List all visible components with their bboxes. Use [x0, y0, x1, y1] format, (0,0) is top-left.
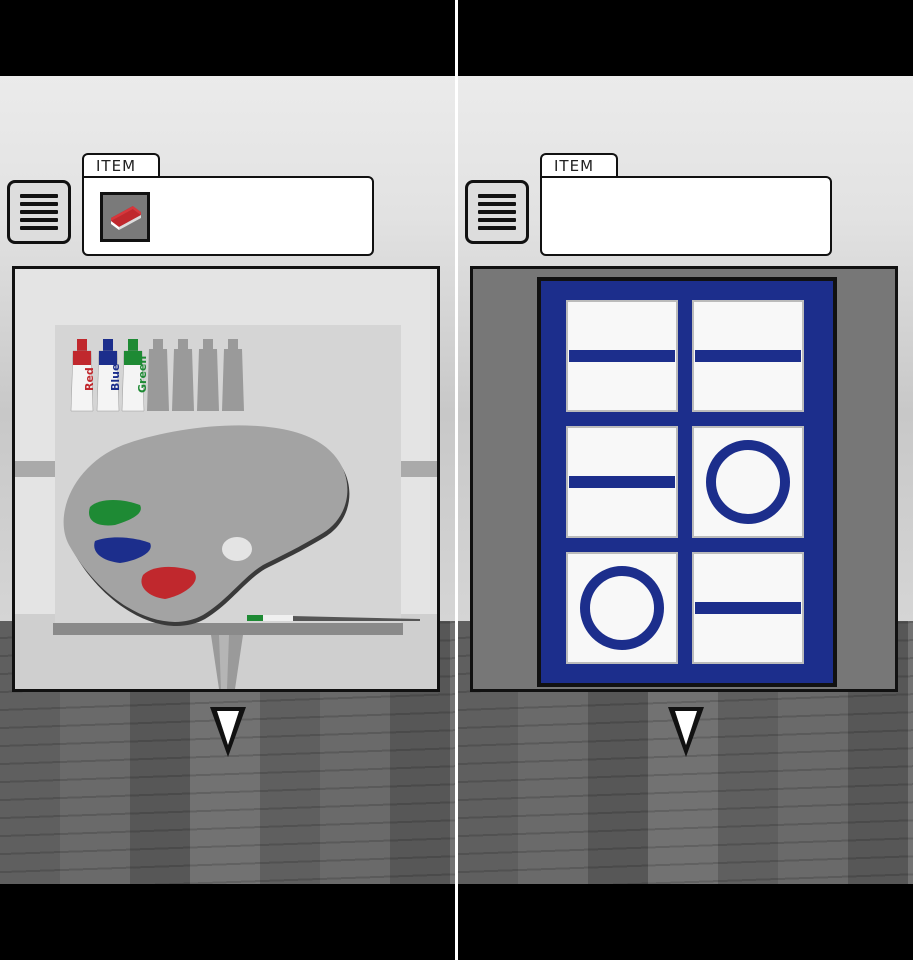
- inventory-label: ITEM: [554, 157, 595, 175]
- menu-icon: [20, 194, 58, 230]
- scene-view-palette: Red Blue Green: [12, 266, 440, 692]
- card-circle-mark: [580, 566, 664, 650]
- table-top: [53, 623, 403, 635]
- symbol-card-4[interactable]: [692, 426, 804, 538]
- card-line-mark: [569, 350, 675, 362]
- inventory-bar: [82, 176, 374, 256]
- easel-scene: Red Blue Green: [15, 269, 437, 689]
- bottom-bar: [0, 884, 455, 960]
- card-line-mark: [695, 602, 801, 614]
- back-button[interactable]: [208, 705, 248, 759]
- palette-thumb-hole: [222, 537, 252, 561]
- tube-label-blue: Blue: [109, 364, 122, 391]
- paint-blob-green: [89, 500, 141, 526]
- paint-tube-empty-3[interactable]: [197, 339, 219, 411]
- bottom-bar: [458, 884, 913, 960]
- down-triangle-icon: [210, 707, 246, 757]
- menu-button[interactable]: [7, 180, 71, 244]
- paint-blob-blue: [94, 537, 151, 563]
- tube-label-green: Green: [136, 356, 149, 393]
- paint-tube-blue[interactable]: Blue: [96, 339, 122, 412]
- paint-tube-green[interactable]: Green: [121, 339, 149, 412]
- inventory-slot-book[interactable]: [100, 192, 150, 242]
- paint-tube-red[interactable]: Red: [70, 339, 96, 412]
- left-game-screen: ITEM: [0, 0, 455, 960]
- paint-tube-empty-1[interactable]: [147, 339, 169, 411]
- tube-label-red: Red: [83, 367, 96, 391]
- card-circle-mark: [706, 440, 790, 524]
- card-line-mark: [695, 350, 801, 362]
- paint-tube-empty-4[interactable]: [222, 339, 244, 411]
- book-icon: [111, 206, 141, 230]
- symbol-card-6[interactable]: [692, 552, 804, 664]
- scene-view-board: [470, 266, 898, 692]
- card-line-mark: [569, 476, 675, 488]
- menu-icon: [478, 194, 516, 230]
- paint-brush[interactable]: [247, 615, 420, 621]
- screen-divider: [455, 0, 458, 960]
- inventory-label: ITEM: [96, 157, 137, 175]
- menu-button[interactable]: [465, 180, 529, 244]
- down-triangle-icon: [668, 707, 704, 757]
- paint-palette[interactable]: [63, 425, 350, 626]
- right-game-screen: ITEM: [458, 0, 913, 960]
- back-button[interactable]: [666, 705, 706, 759]
- paint-blob-red: [141, 566, 196, 599]
- symbol-card-5[interactable]: [566, 552, 678, 664]
- paint-tube-empty-2[interactable]: [172, 339, 194, 411]
- symbol-card-2[interactable]: [692, 300, 804, 412]
- symbol-card-1[interactable]: [566, 300, 678, 412]
- inventory-bar: [540, 176, 832, 256]
- paint-tubes[interactable]: Red Blue Green: [70, 339, 244, 412]
- symbol-card-3[interactable]: [566, 426, 678, 538]
- symbol-board-scene: [473, 269, 895, 689]
